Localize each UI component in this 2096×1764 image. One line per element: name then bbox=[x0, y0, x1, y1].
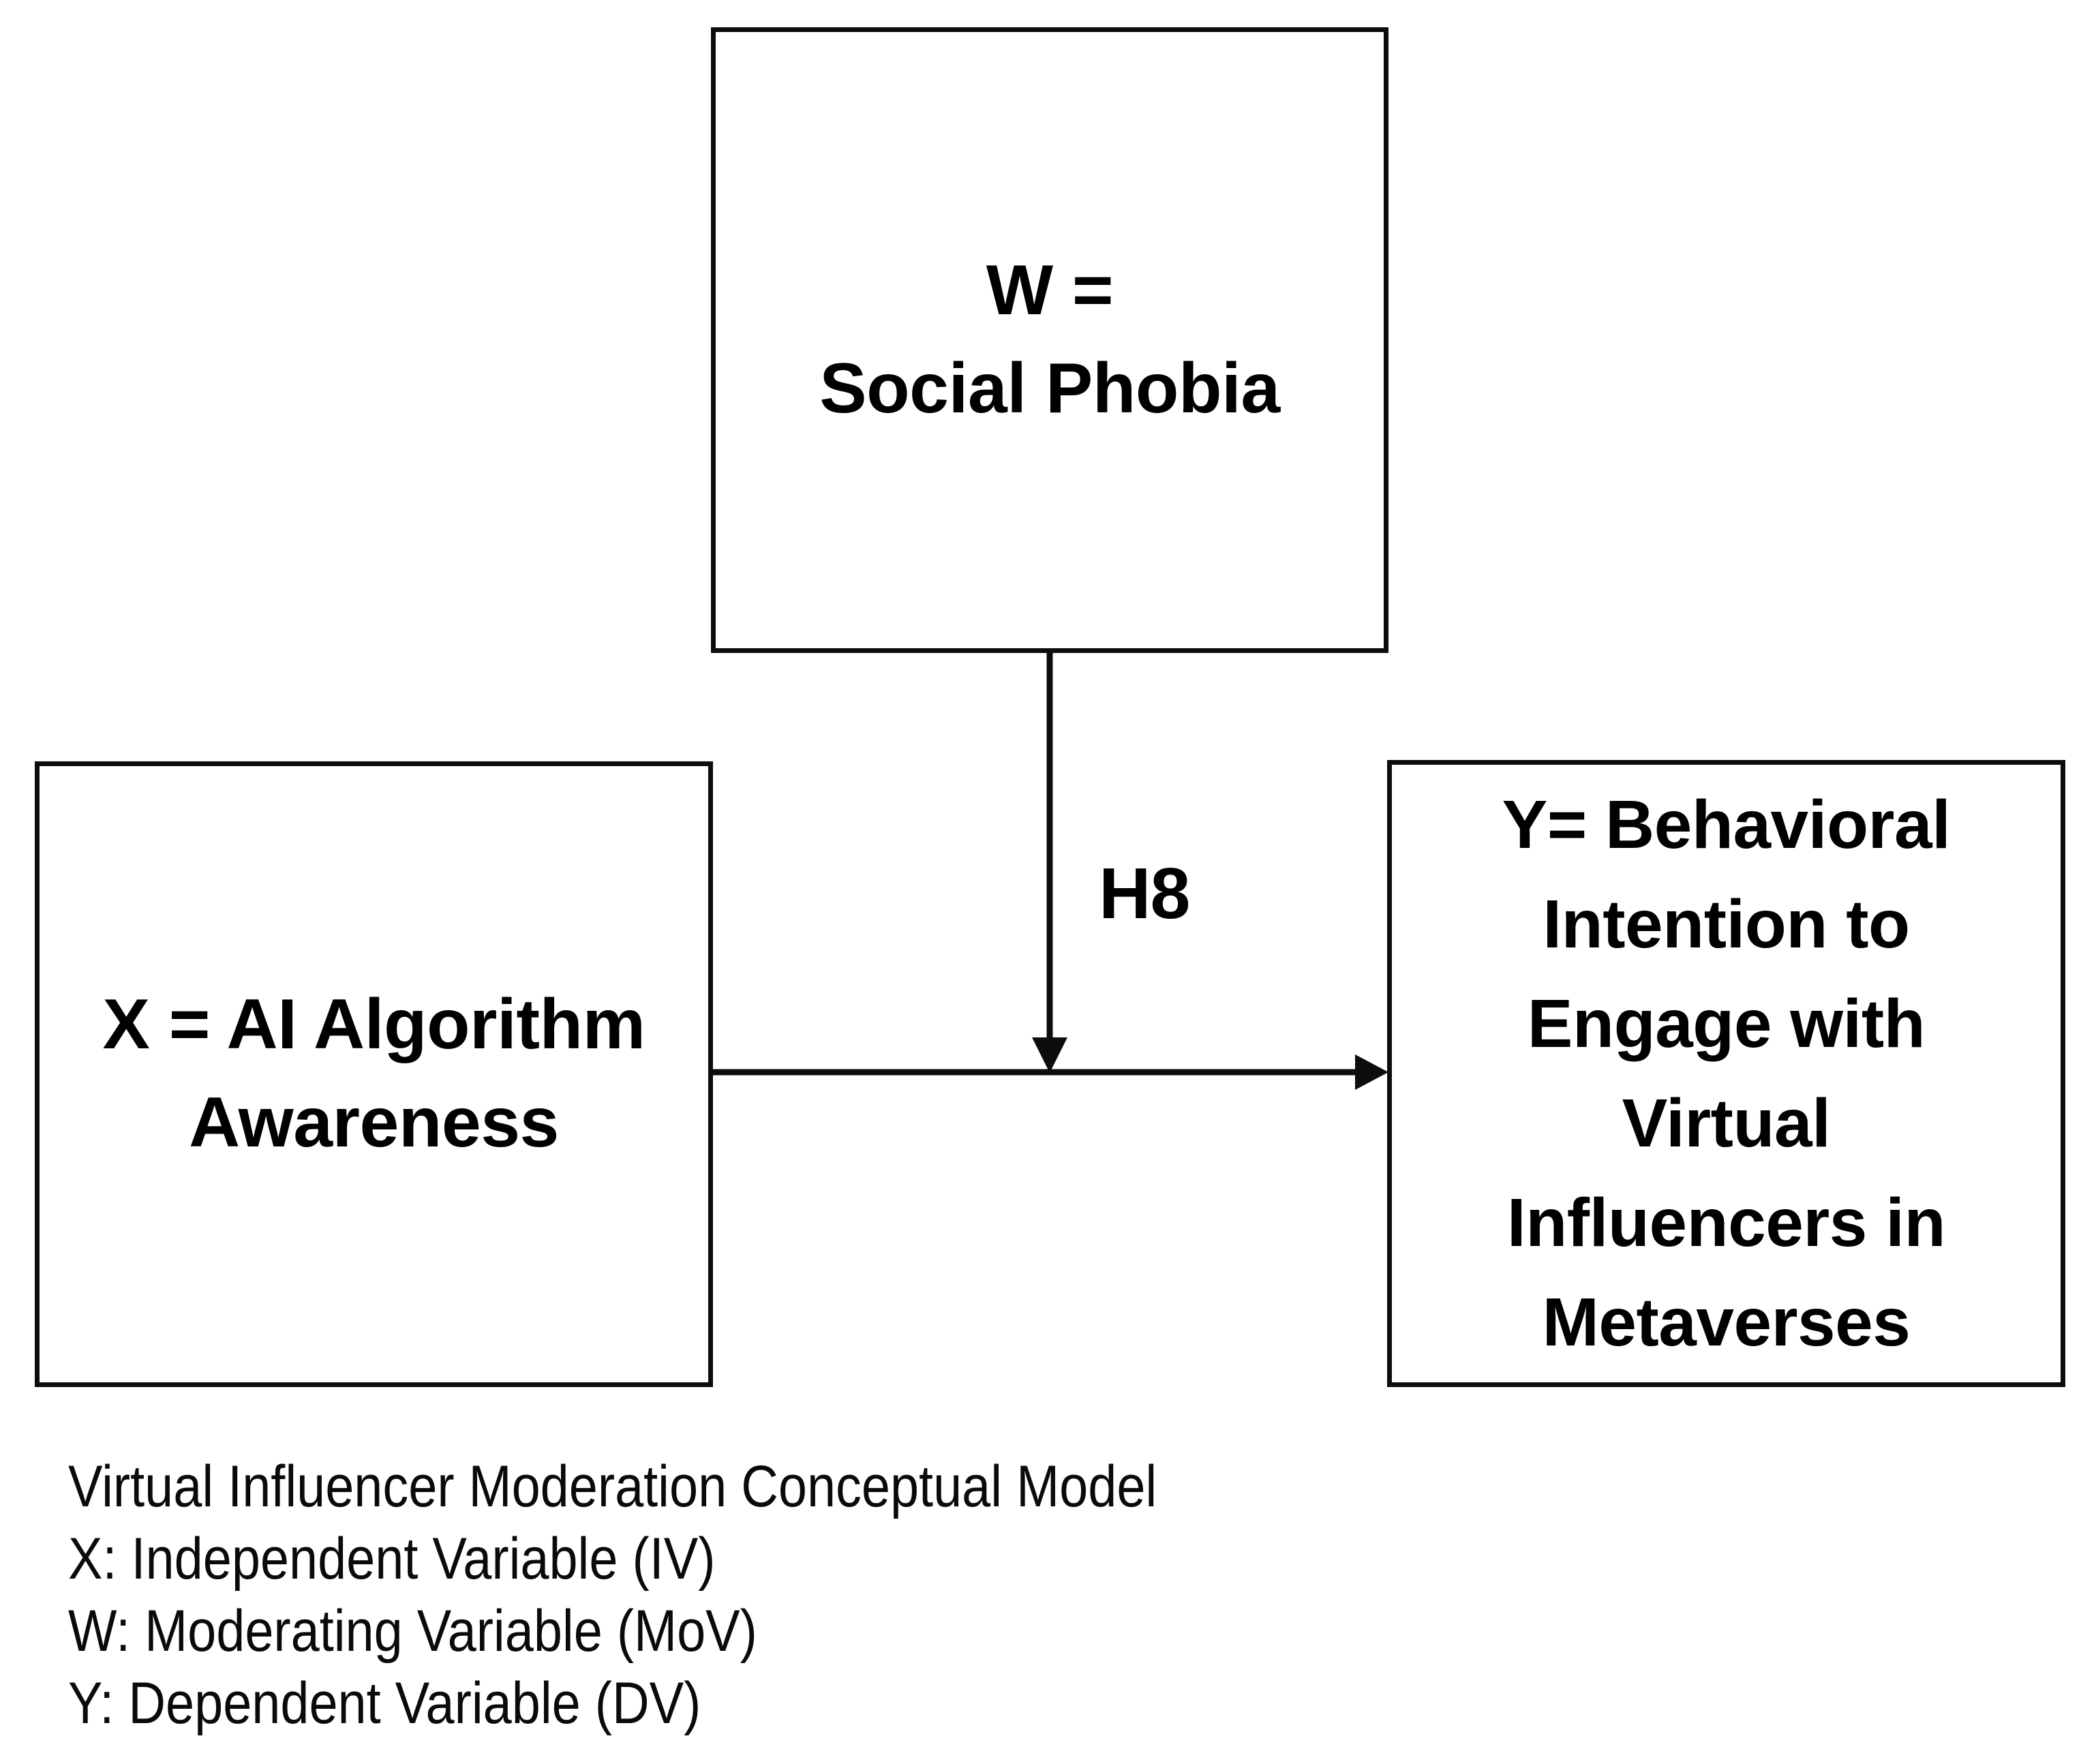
caption-line-y-legend: Y: Dependent Variable (DV) bbox=[68, 1671, 701, 1736]
main-effect-arrow-head bbox=[1355, 1054, 1388, 1090]
caption-line-x-legend: X: Independent Variable (IV) bbox=[68, 1526, 716, 1592]
edge-label-h8: H8 bbox=[1099, 853, 1191, 934]
diagram-caption: Virtual Influencer Moderation Conceptual… bbox=[68, 1450, 1363, 1739]
main-effect-arrow-x-to-y bbox=[711, 1054, 1388, 1090]
node-label-dependent: Y= Behavioral Intention to Engage with V… bbox=[1502, 787, 1951, 1360]
node-box-independent-ai-algorithm-awareness[interactable]: X = AI Algorithm Awareness bbox=[35, 761, 713, 1387]
caption-line-w-legend: W: Moderating Variable (MoV) bbox=[68, 1598, 757, 1664]
node-label-independent: X = AI Algorithm Awareness bbox=[102, 985, 645, 1162]
caption-line-title: Virtual Influencer Moderation Conceptual… bbox=[68, 1454, 1157, 1519]
moderation-arrow-w-to-path bbox=[1032, 653, 1067, 1073]
node-box-moderator-social-phobia[interactable]: W = Social Phobia bbox=[711, 27, 1388, 653]
moderation-arrow-head bbox=[1032, 1037, 1067, 1073]
node-box-dependent-behavioral-intention[interactable]: Y= Behavioral Intention to Engage with V… bbox=[1387, 760, 2065, 1387]
node-label-moderator: W = Social Phobia bbox=[819, 251, 1280, 428]
